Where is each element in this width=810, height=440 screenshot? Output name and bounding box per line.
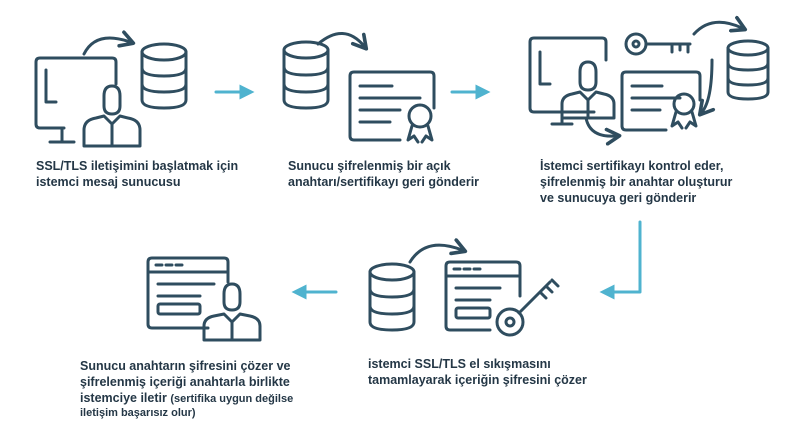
curved-arrow-icon	[82, 30, 136, 56]
certificate-icon	[620, 70, 702, 132]
caption-line: Sunucu şifrelenmiş bir açık	[288, 159, 451, 173]
caption-note: (sertifika uygun değilse	[170, 393, 294, 405]
database-icon	[726, 39, 770, 101]
caption-line: SSL/TLS iletişimini başlatmak için	[36, 159, 239, 173]
browser-window-icon	[444, 260, 522, 332]
caption-line: İstemci sertifikayı kontrol eder,	[540, 159, 724, 173]
curved-arrow-icon	[584, 116, 622, 146]
step-4-illustration	[368, 238, 560, 337]
user-icon	[202, 282, 262, 342]
step-5-caption: Sunucu anahtarın şifresini çözer ve şifr…	[80, 358, 293, 420]
certificate-icon	[348, 70, 436, 144]
caption-line: şifrelenmiş içeriği anahtarla birlikte	[80, 375, 290, 389]
caption-line: tamamlayarak içeriğin şifresini çözer	[368, 373, 587, 387]
flow-arrows	[214, 84, 642, 300]
step-1-illustration	[34, 30, 188, 148]
curved-arrow-icon	[692, 15, 748, 36]
step-2-caption: Sunucu şifrelenmiş bir açık anahtarı/ser…	[288, 158, 479, 190]
caption-line: şifrelenmiş bir anahtar oluşturur	[540, 175, 733, 189]
step-4-caption: istemci SSL/TLS el sıkışmasını tamamlaya…	[368, 356, 587, 388]
caption-note-line2: iletişim başarısız olur)	[80, 407, 196, 419]
curved-arrow-icon	[316, 32, 369, 51]
database-icon	[140, 42, 188, 110]
key-icon	[495, 278, 560, 337]
step-2-illustration	[282, 32, 436, 144]
browser-window-icon	[146, 256, 230, 330]
step-3-illustration	[528, 15, 770, 146]
step-5-illustration	[146, 256, 262, 342]
step-1-caption: SSL/TLS iletişimini başlatmak için istem…	[36, 158, 238, 190]
caption-line-with-note: istemciye iletir (sertifika uygun değils…	[80, 390, 293, 406]
caption-line: Sunucu anahtarın şifresini çözer ve	[80, 359, 291, 373]
computer-icon	[34, 56, 118, 144]
step-3-caption: İstemci sertifikayı kontrol eder, şifrel…	[540, 158, 732, 206]
caption-line: ve sunucuya geri gönderir	[540, 191, 697, 205]
user-icon	[560, 60, 616, 120]
caption-line: istemci SSL/TLS el sıkışmasını	[368, 357, 551, 371]
user-icon	[82, 84, 142, 148]
caption-line: istemci mesaj sunucusu	[36, 175, 181, 189]
database-icon	[282, 40, 330, 110]
flow-arrow-step3-to-step4	[599, 220, 642, 300]
curved-arrow-icon	[408, 238, 468, 264]
key-icon	[624, 32, 692, 56]
database-icon	[368, 262, 416, 332]
caption-line: istemciye iletir	[80, 391, 167, 405]
curved-arrow-icon	[697, 58, 716, 117]
caption-line: anahtarı/sertifikayı geri gönderir	[288, 175, 480, 189]
